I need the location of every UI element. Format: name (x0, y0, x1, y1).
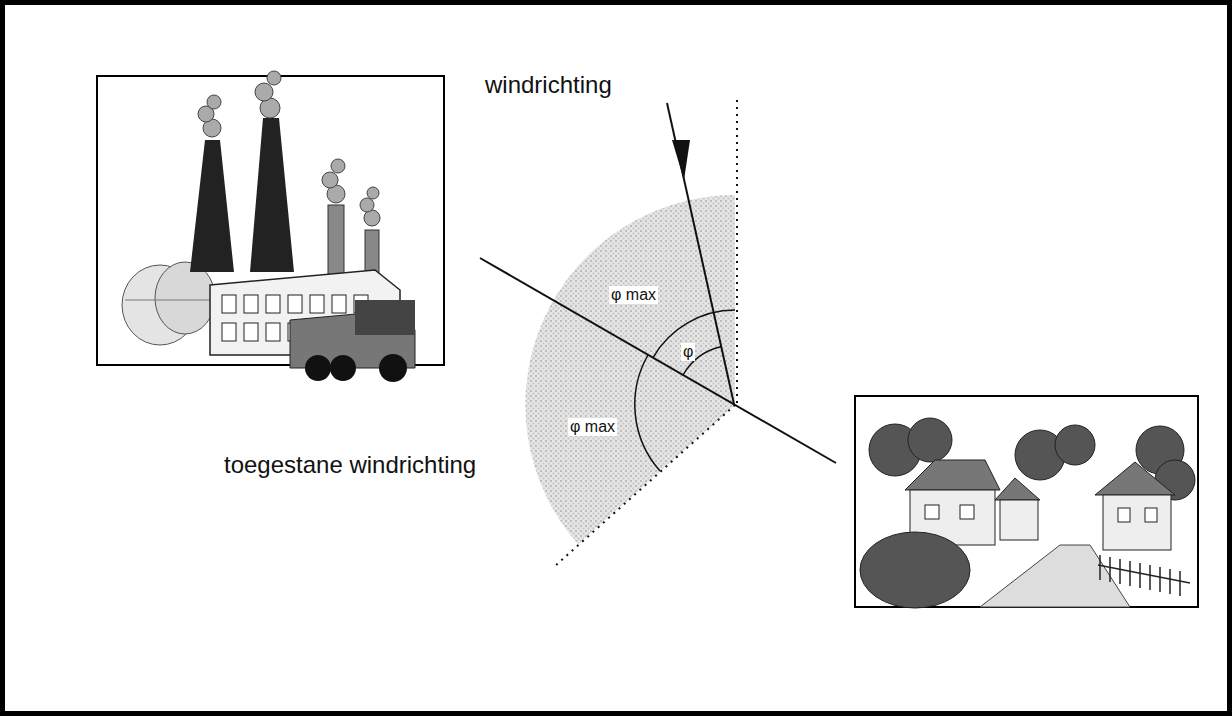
frame (3, 3, 1230, 714)
allowed-direction-label: toegestane windrichting (224, 452, 476, 478)
sector-bound (555, 405, 735, 566)
sector-bound (736, 100, 738, 405)
factory-picture (97, 71, 444, 382)
allowed-sector (525, 195, 735, 544)
arrow-head (672, 140, 690, 180)
factory-village-line (480, 258, 836, 463)
wind-arrow (667, 103, 734, 404)
angle-label: φ max (568, 418, 617, 436)
angle-label: φ max (609, 286, 658, 304)
wind-direction-label: windrichting (485, 72, 612, 98)
village-picture (855, 396, 1198, 608)
angle-arc (635, 355, 660, 471)
angle-label: φ (681, 343, 695, 361)
